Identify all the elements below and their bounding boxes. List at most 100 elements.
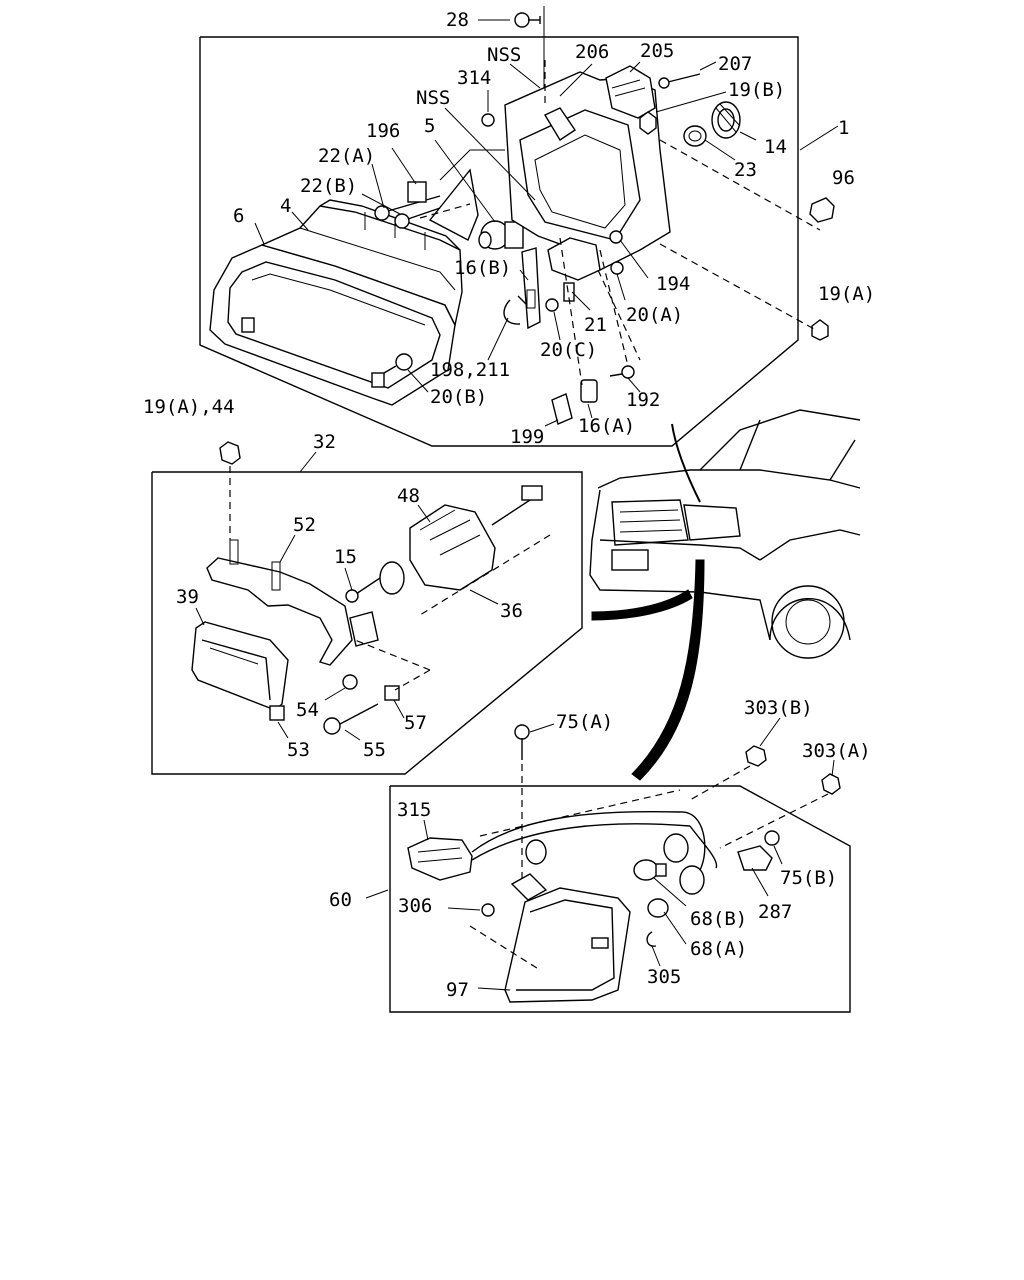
clip-57-icon [384, 685, 400, 701]
bulb-68a-icon [647, 898, 669, 918]
screw-75b-icon [764, 830, 780, 846]
label-97: 97 [446, 979, 469, 1001]
screw-194-icon [609, 230, 623, 244]
clip-96-icon [809, 197, 835, 223]
nut-303b-icon [689, 745, 767, 801]
label-19a: 19(A) [818, 283, 875, 305]
label-14: 14 [764, 136, 787, 158]
headlamp-assembly-group [199, 6, 839, 447]
label-199: 199 [510, 426, 544, 448]
bulb-68b-icon [633, 859, 667, 881]
label-20c: 20(C) [540, 339, 597, 361]
label-19b: 19(B) [728, 79, 785, 101]
label-75a: 75(A) [556, 711, 613, 733]
label-48: 48 [397, 485, 420, 507]
screw-54-icon [342, 674, 358, 690]
label-15: 15 [334, 546, 357, 568]
label-57: 57 [404, 712, 427, 734]
screw-207-icon [658, 73, 701, 89]
screw-22a-icon [374, 195, 441, 221]
label-68b: 68(B) [690, 908, 747, 930]
clip-16a-icon [580, 379, 598, 403]
turn-lamp-assembly-group [365, 717, 851, 1013]
screw-192-icon [609, 365, 635, 379]
label-96: 96 [832, 167, 855, 189]
nut-314-icon [481, 113, 495, 127]
nut-303a-icon [719, 773, 841, 849]
connector-48-icon [409, 485, 543, 591]
leaders-box1 [254, 60, 839, 427]
harness-315-icon [407, 789, 718, 895]
label-36: 36 [500, 600, 523, 622]
leaders-box3 [365, 717, 835, 991]
label-19a-44: 19(A),44 [143, 396, 235, 418]
label-207: 207 [718, 53, 752, 75]
label-32: 32 [313, 431, 336, 453]
nut-19b-icon [639, 111, 657, 135]
leaders-box2 [195, 451, 551, 741]
label-16a: 16(A) [578, 415, 635, 437]
label-315: 315 [397, 799, 431, 821]
label-303b: 303(B) [744, 697, 813, 719]
clip-287-icon [737, 845, 773, 871]
label-20b: 20(B) [430, 386, 487, 408]
clip-196-icon [407, 181, 427, 203]
bulb-15-icon [345, 561, 405, 603]
label-196: 196 [366, 120, 400, 142]
clip-198-icon [503, 295, 527, 325]
label-39: 39 [176, 586, 199, 608]
clip-53-icon [269, 705, 285, 721]
seal-23-icon [683, 125, 707, 147]
screw-22b-icon [394, 207, 441, 229]
label-20a: 20(A) [626, 304, 683, 326]
turn-lamp-97-icon [504, 873, 631, 1003]
label-306: 306 [398, 895, 432, 917]
label-52: 52 [293, 514, 316, 536]
label-68a: 68(A) [690, 938, 747, 960]
screw-306-icon [469, 903, 541, 971]
label-305: 305 [647, 966, 681, 988]
label-4: 4 [280, 195, 291, 217]
label-1: 1 [838, 117, 849, 139]
label-5: 5 [424, 115, 435, 137]
callout-labels: 28 NSS 206 205 314 207 NSS 19(B) 5 196 1… [143, 9, 875, 1001]
label-nss-1: NSS [487, 44, 521, 66]
connector-205-icon [605, 65, 656, 119]
label-192: 192 [626, 389, 660, 411]
label-198-211: 198,211 [430, 359, 510, 381]
screw-55-icon [323, 703, 379, 735]
fog-lamp-assembly-group [151, 441, 583, 775]
bracket-frame-icon [504, 71, 671, 281]
fog-lamp-39-icon [191, 621, 289, 711]
vehicle-front-icon [589, 409, 861, 781]
screw-20b-icon [383, 353, 413, 374]
headlamp-lens-icon [209, 244, 456, 406]
label-16b: 16(B) [454, 257, 511, 279]
label-54: 54 [296, 699, 319, 721]
screw-75a-icon [514, 724, 530, 886]
bulb-5-icon [478, 220, 524, 250]
screw-20a-icon [610, 261, 624, 275]
clip-305-icon [646, 931, 657, 947]
label-21: 21 [584, 314, 607, 336]
label-6: 6 [233, 205, 244, 227]
label-205: 205 [640, 40, 674, 62]
clip-199-icon [551, 393, 573, 425]
label-53: 53 [287, 739, 310, 761]
label-287: 287 [758, 901, 792, 923]
retainer-16b-icon [521, 247, 541, 330]
label-nss-2: NSS [416, 87, 450, 109]
screw-20c-icon [545, 298, 559, 312]
label-22a: 22(A) [318, 145, 375, 167]
fog-bracket-icon [206, 539, 379, 666]
nut-19a-icon [811, 319, 829, 341]
socket-14-icon [711, 101, 741, 139]
headlamp-housing-icon [259, 149, 505, 328]
label-194: 194 [656, 273, 690, 295]
label-75b: 75(B) [780, 867, 837, 889]
label-314: 314 [457, 67, 491, 89]
label-303a: 303(A) [802, 740, 871, 762]
label-55: 55 [363, 739, 386, 761]
label-206: 206 [575, 41, 609, 63]
